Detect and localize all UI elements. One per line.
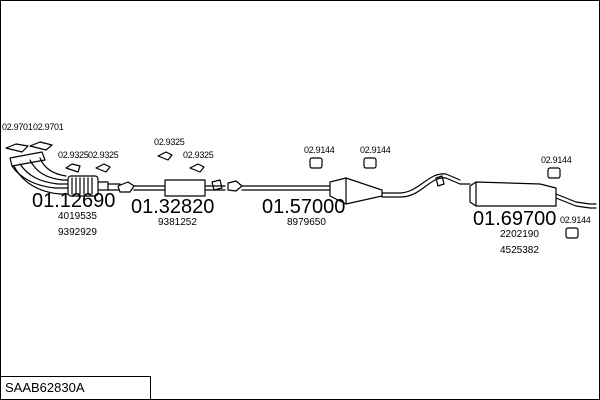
oem-ref-rear-1: 2202190 xyxy=(500,229,539,240)
part-number-front-pipe: 01.12690 xyxy=(32,190,116,212)
oem-ref-middle-1: 9381252 xyxy=(158,217,197,228)
oem-ref-front-1: 4019535 xyxy=(58,211,97,222)
bracket-code-1: 02.9701 xyxy=(2,122,33,132)
front-bracket-drawings xyxy=(5,141,111,173)
bracket-code-3: 02.9325 xyxy=(58,150,89,160)
middle-bracket-drawings xyxy=(157,151,223,191)
oem-ref-front-2: 9392929 xyxy=(58,227,97,238)
middle-pipe-drawing xyxy=(117,179,331,197)
bracket-code-4: 02.9325 xyxy=(88,150,119,160)
part-number-middle-pipe: 01.32820 xyxy=(131,196,215,218)
rear-silencer-drawing xyxy=(459,181,597,209)
bracket-code-10: 02.9144 xyxy=(560,215,591,225)
front-pipe-drawing xyxy=(9,151,121,197)
bracket-code-8: 02.9144 xyxy=(360,145,391,155)
rear-bracket-drawings xyxy=(547,167,579,239)
bracket-code-9: 02.9144 xyxy=(541,155,572,165)
oem-ref-centre-1: 8979650 xyxy=(287,217,326,228)
bracket-code-5: 02.9325 xyxy=(154,137,185,147)
kit-code-label: SAAB62830A xyxy=(5,380,85,395)
bracket-code-2: 02.9701 xyxy=(33,122,64,132)
oem-ref-rear-2: 4525382 xyxy=(500,245,539,256)
kit-code-box: SAAB62830A xyxy=(1,376,151,399)
part-number-rear-silencer: 01.69700 xyxy=(473,208,557,230)
centre-bracket-drawings xyxy=(309,157,377,169)
part-number-centre-silencer: 01.57000 xyxy=(262,196,346,218)
bracket-code-6: 02.9325 xyxy=(183,150,214,160)
bracket-code-7: 02.9144 xyxy=(304,145,335,155)
centre-silencer-drawing xyxy=(329,173,461,205)
